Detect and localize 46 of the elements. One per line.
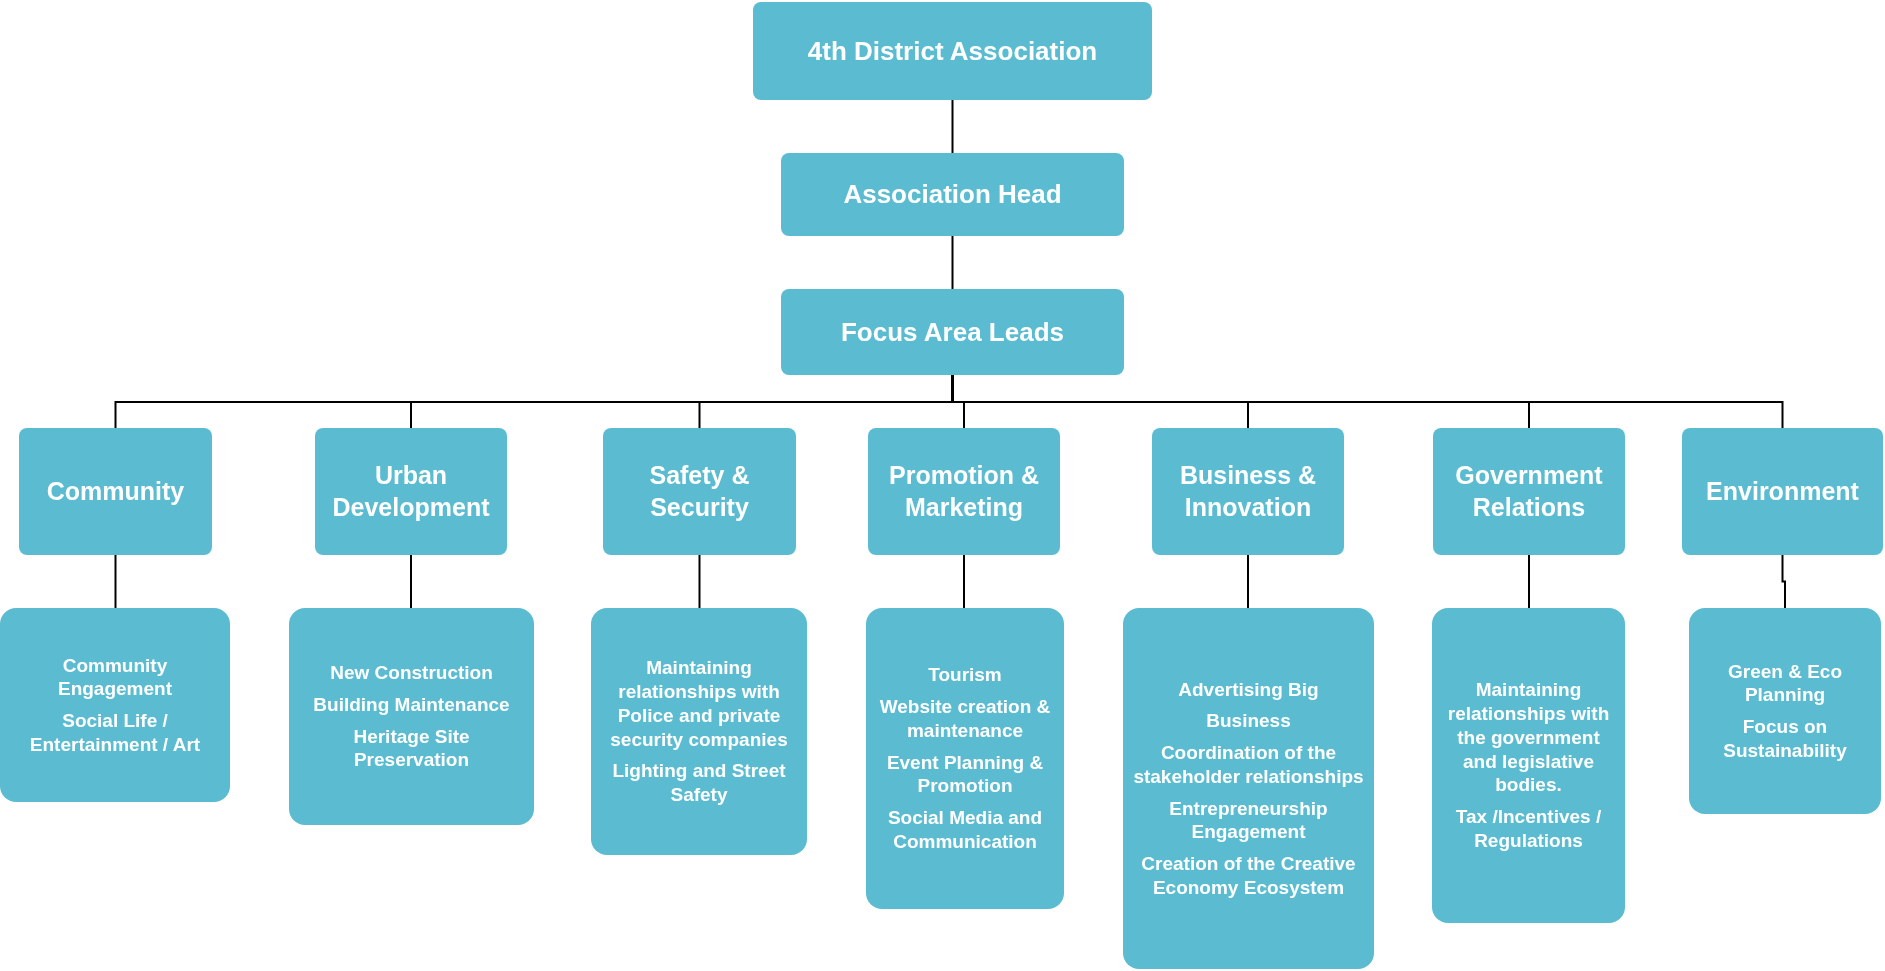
- task-box: [1123, 608, 1374, 969]
- connector-line: [951, 235, 954, 290]
- task-box: [289, 608, 534, 825]
- node-text: Maintaining relationships with Police and private security companies: [609, 656, 789, 752]
- node-text: Tax /Incentives / Regulations: [1454, 805, 1603, 853]
- department-box: Promotion & Marketing: [868, 428, 1060, 555]
- task-box: [591, 608, 807, 855]
- node-text: Social Life / Entertainment / Art: [28, 709, 202, 757]
- node-text: Maintaining relationships with the government and legislative bodies.: [1446, 678, 1611, 798]
- node-text: Coordination of the stakeholder relationships: [1132, 741, 1365, 789]
- node-text: Building Maintenance: [313, 692, 510, 717]
- department-box: Government Relations: [1433, 428, 1625, 555]
- connector-line: [1247, 554, 1249, 609]
- node-text: Tourism: [928, 663, 1002, 688]
- department-box: Business & Innovation: [1152, 428, 1344, 555]
- task-box: [0, 608, 230, 802]
- node-text: Business: [1206, 709, 1291, 733]
- department-box: Safety & Security: [603, 428, 796, 555]
- node-text: Website creation & maintenance: [878, 695, 1052, 743]
- node-text: Green & Eco Planning: [1726, 659, 1843, 707]
- connector-line: [1781, 554, 1786, 609]
- node-text: Advertising Big: [1178, 677, 1319, 702]
- task-box: [866, 608, 1064, 909]
- node-text: Social Media and Communication: [886, 806, 1044, 854]
- node-text: Creation of the Creative Economy Ecosystem: [1140, 852, 1357, 900]
- department-box: Urban Development: [315, 428, 507, 555]
- task-box: [1432, 608, 1625, 923]
- connector-line: [698, 554, 701, 609]
- connector-line: [951, 99, 954, 154]
- org-box: 4th District Association: [753, 2, 1152, 100]
- connector-line: [963, 554, 965, 609]
- node-text: Entrepreneurship Engagement: [1168, 796, 1329, 844]
- node-text: Focus on Sustainability: [1722, 715, 1848, 763]
- node-text: New Construction: [330, 661, 493, 685]
- org-box: Focus Area Leads: [781, 289, 1124, 375]
- node-text: Community Engagement: [57, 653, 173, 701]
- org-box: Association Head: [781, 153, 1124, 236]
- connector-line: [1528, 554, 1530, 609]
- department-box: Environment: [1682, 428, 1883, 555]
- task-box: [1689, 608, 1881, 814]
- node-text: Lighting and Street Safety: [611, 759, 787, 807]
- connector-line: [114, 554, 117, 609]
- node-text: Heritage Site Preservation: [352, 724, 471, 772]
- department-box: Community: [19, 428, 212, 555]
- connector-line: [410, 554, 412, 609]
- node-text: Event Planning & Promotion: [885, 750, 1045, 799]
